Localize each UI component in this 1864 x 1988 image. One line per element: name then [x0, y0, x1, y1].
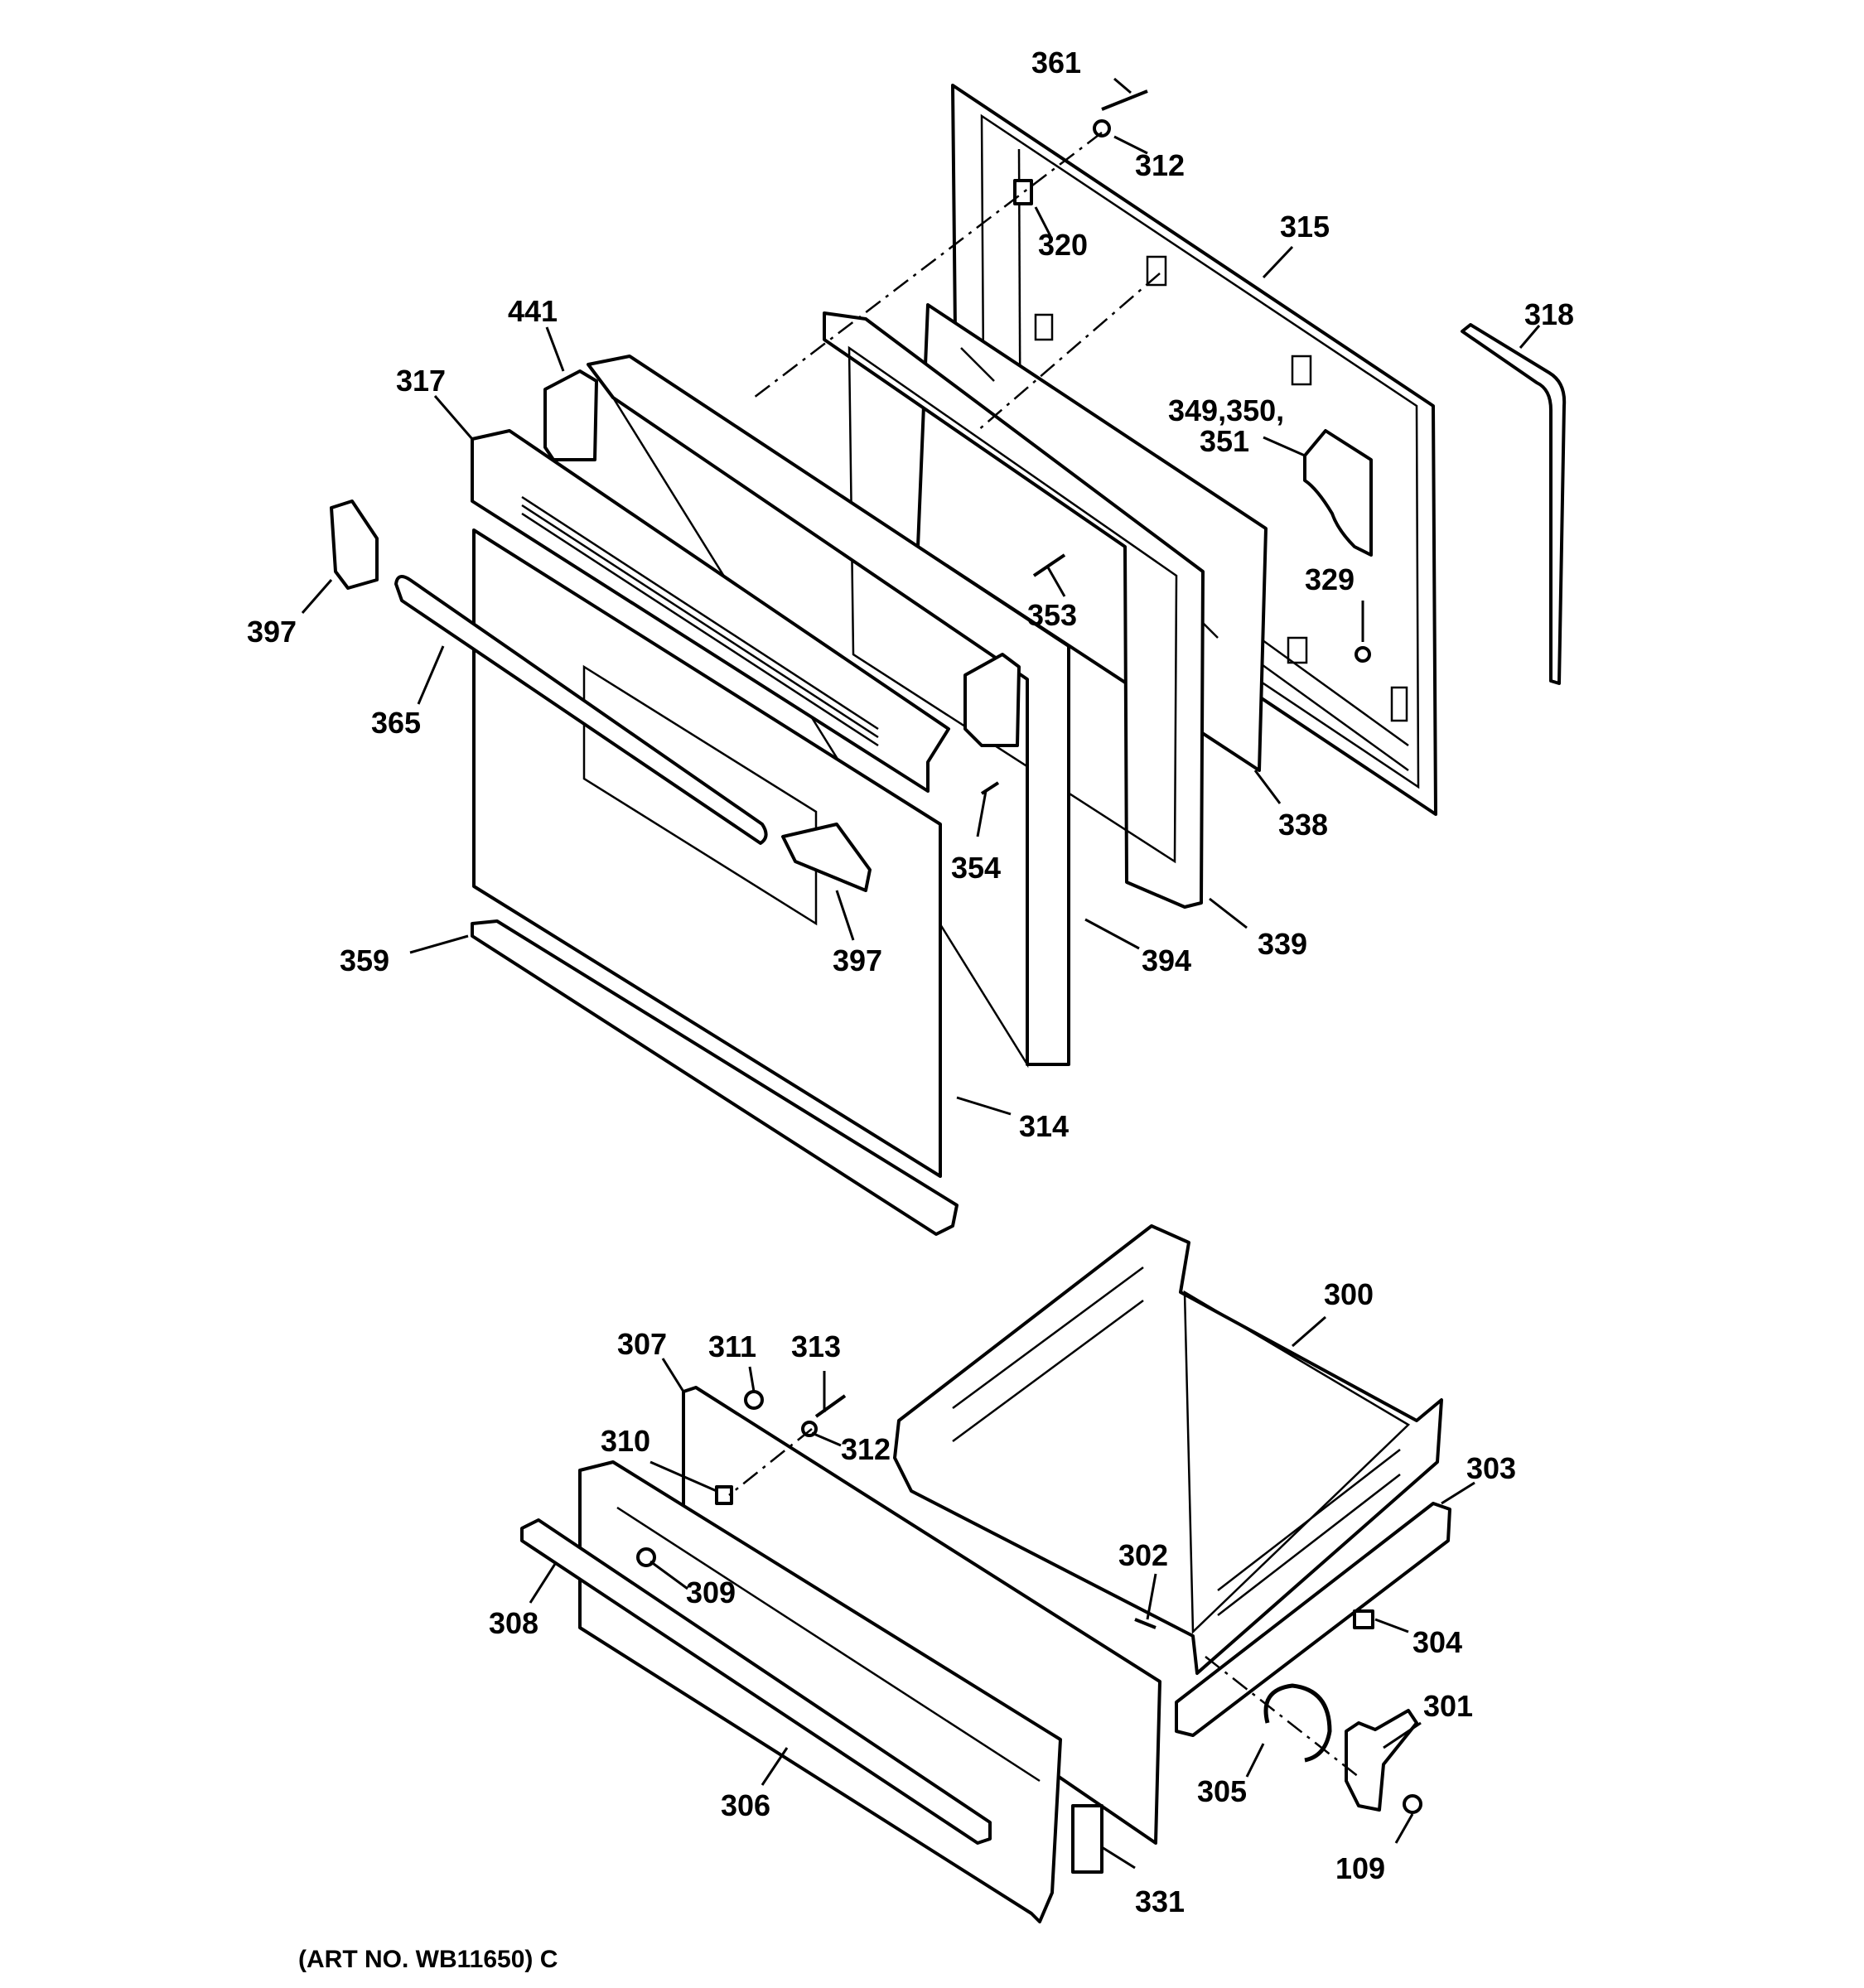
part-301-bracket — [1345, 1709, 1418, 1812]
part-441-hinge-bracket — [543, 369, 1021, 747]
label-315: 315 — [1280, 210, 1330, 244]
label-349-350: 349,350, — [1168, 393, 1284, 427]
label-320: 320 — [1038, 228, 1088, 262]
label-303: 303 — [1466, 1451, 1516, 1485]
part-394-door-liner — [587, 355, 1070, 1069]
label-441: 441 — [508, 294, 558, 328]
label-397-left: 397 — [247, 615, 297, 649]
label-309: 309 — [686, 1575, 736, 1609]
part-300-drawer-body — [893, 1224, 1443, 1675]
part-349-insulation — [1303, 429, 1373, 557]
label-301: 301 — [1423, 1689, 1473, 1723]
label-302: 302 — [1118, 1538, 1168, 1572]
label-300: 300 — [1324, 1277, 1374, 1311]
label-331: 331 — [1135, 1884, 1185, 1918]
label-317: 317 — [396, 364, 446, 398]
label-306: 306 — [721, 1788, 770, 1822]
label-310: 310 — [601, 1424, 650, 1458]
label-312-top: 312 — [1135, 148, 1185, 182]
part-361-screw — [1101, 89, 1148, 111]
label-308: 308 — [489, 1606, 538, 1640]
part-109-nut — [1403, 1794, 1422, 1814]
label-329: 329 — [1305, 562, 1355, 596]
part-359-bottom-trim — [471, 919, 959, 1236]
label-361: 361 — [1031, 46, 1081, 80]
part-318-door-gasket — [1461, 323, 1567, 685]
part-354-screw — [980, 781, 1000, 795]
part-320-clip — [1013, 179, 1033, 205]
part-302-stud — [1134, 1618, 1157, 1629]
label-353: 353 — [1027, 598, 1077, 632]
part-305-spring-clip — [1263, 1683, 1332, 1763]
part-329-fastener — [1355, 646, 1371, 663]
part-304-stop — [1353, 1609, 1374, 1629]
label-304: 304 — [1412, 1625, 1462, 1659]
label-305: 305 — [1197, 1774, 1247, 1808]
label-351: 351 — [1200, 424, 1249, 458]
part-308-drawer-handle — [520, 1518, 992, 1845]
label-313: 313 — [791, 1329, 841, 1363]
label-339: 339 — [1258, 927, 1307, 961]
part-labels: 361 312 320 315 318 441 317 349,350, 351… — [247, 46, 1574, 1918]
art-number: (ART NO. WB11650) C — [298, 1946, 558, 1973]
label-394: 394 — [1142, 943, 1191, 977]
part-313-screw — [814, 1394, 847, 1418]
part-303-drawer-slide — [1175, 1502, 1451, 1737]
label-311: 311 — [708, 1329, 756, 1363]
part-317-vent-trim — [471, 429, 950, 793]
label-318: 318 — [1524, 297, 1574, 331]
part-353-screw — [1032, 553, 1066, 577]
label-312-drawer: 312 — [841, 1432, 891, 1466]
part-310-clip — [715, 1485, 733, 1505]
label-354: 354 — [951, 851, 1001, 885]
part-365-door-handle — [394, 575, 768, 845]
leader-lines — [301, 77, 1541, 1870]
part-397-handle-cap-left — [330, 499, 379, 590]
label-109: 109 — [1335, 1851, 1385, 1885]
part-314-outer-door — [472, 528, 942, 1178]
part-312-washer-top — [1093, 119, 1111, 138]
part-397-handle-cap-right — [781, 823, 872, 892]
part-311-screw — [744, 1390, 764, 1410]
label-397-right: 397 — [833, 943, 882, 977]
label-365: 365 — [371, 706, 421, 740]
label-314: 314 — [1019, 1109, 1069, 1143]
label-307: 307 — [617, 1327, 667, 1361]
label-338: 338 — [1278, 808, 1328, 842]
label-359: 359 — [340, 943, 389, 977]
part-331-bracket — [1071, 1804, 1103, 1874]
